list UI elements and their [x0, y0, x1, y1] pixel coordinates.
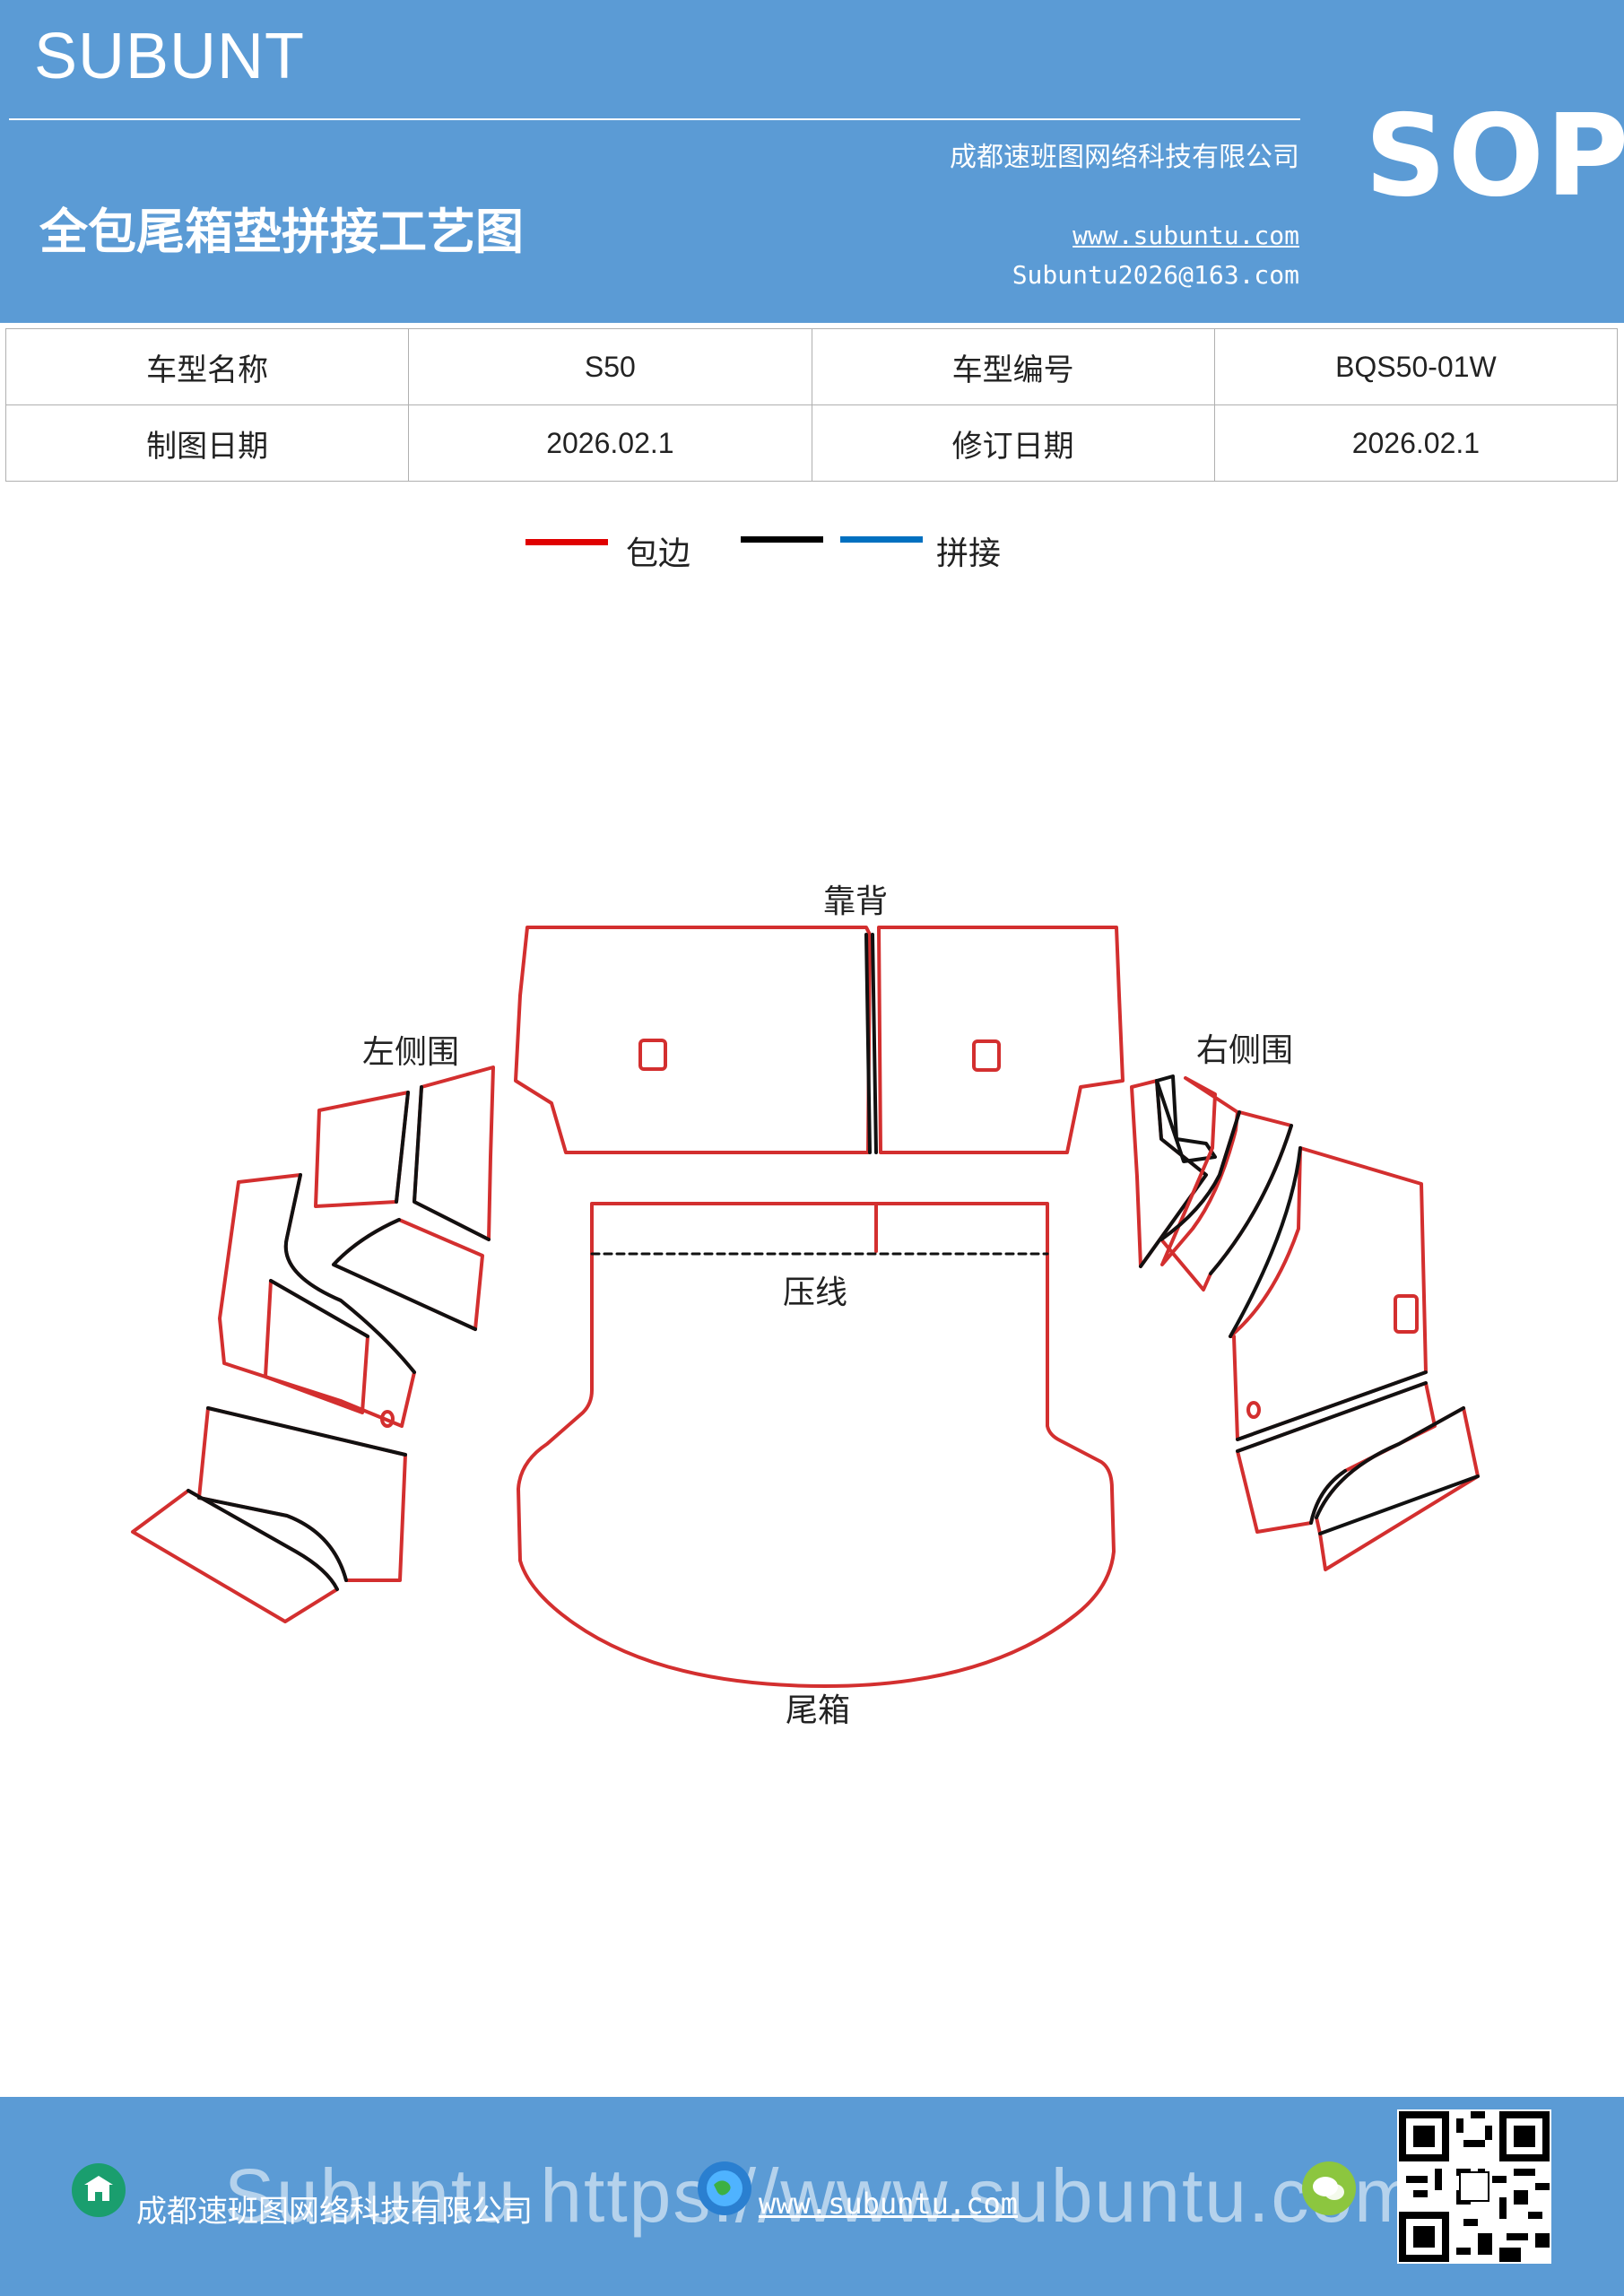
table-row: 制图日期 2026.02.1 修订日期 2026.02.1: [4, 404, 1619, 482]
table-cell: 修订日期: [811, 404, 1215, 482]
left-panel-upper: [413, 1065, 495, 1241]
right-panel-bottom: [1315, 1406, 1480, 1571]
left-panel-mid-seam: [332, 1218, 477, 1331]
table-cell: 制图日期: [4, 404, 410, 482]
left-panel-upper-seam: [413, 1085, 491, 1241]
backrest-right-panel: [877, 926, 1125, 1154]
legend-swatch-seam: [840, 536, 923, 543]
right-panel-clip: [1246, 1401, 1261, 1419]
label-trunk: 尾箱: [786, 1692, 851, 1729]
right-panel-notch: [1155, 1074, 1217, 1163]
left-panel-main: [218, 1173, 416, 1428]
legend-label-seam: 拼接: [936, 535, 1002, 572]
left-panel-top: [314, 1091, 410, 1208]
table-cell: 2026.02.1: [1213, 404, 1619, 482]
left-panel-clip: [380, 1410, 395, 1428]
wechat-icon: [1302, 2161, 1356, 2215]
website-link[interactable]: www.subuntu.com: [1073, 221, 1299, 250]
right-panel-hole: [1394, 1294, 1419, 1334]
building-icon: [72, 2163, 126, 2217]
trunk-mat-diagram: 靠背 左侧围 右侧围 压线 尾箱: [0, 852, 1624, 1729]
label-left-side: 左侧围: [362, 1034, 460, 1071]
contact-email[interactable]: Subuntu2026@163.com: [1012, 260, 1299, 290]
left-panel-window-seam: [269, 1279, 369, 1338]
backrest-left-hole: [638, 1039, 667, 1071]
page-title: 全包尾箱垫拼接工艺图: [39, 204, 524, 260]
table-cell: 车型编号: [811, 328, 1215, 405]
legend-swatch-black: [741, 536, 823, 543]
line-legend: 包边 拼接: [0, 527, 1624, 572]
label-crease: 压线: [783, 1274, 848, 1311]
left-panel-top-seam: [395, 1091, 410, 1204]
trunk-floor-panel: [517, 1202, 1116, 1688]
globe-icon: [698, 2161, 751, 2215]
footer-watermark: Subuntu https://www.subuntu.com: [224, 2153, 1420, 2238]
left-panel-bottom-seam: [187, 1489, 339, 1591]
right-panel-top: [1130, 1079, 1208, 1268]
legend-label-edge: 包边: [626, 535, 691, 572]
right-panel-main: [1229, 1146, 1428, 1441]
table-cell: S50: [408, 328, 812, 405]
header-banner: SUBUNT 成都速班图网络科技有限公司 全包尾箱垫拼接工艺图 www.subu…: [0, 0, 1624, 323]
right-panel-main-seam: [1229, 1146, 1428, 1441]
backrest-right-hole: [972, 1039, 1001, 1072]
backrest-right-seam: [871, 933, 878, 1154]
sop-badge: SOP: [1365, 90, 1624, 222]
vehicle-info-table: 车型名称 S50 车型编号 BQS50-01W 制图日期 2026.02.1 修…: [4, 328, 1619, 482]
left-panel-lower-seam: [197, 1406, 407, 1582]
legend-swatch-edge: [525, 539, 608, 545]
table-cell: 车型名称: [4, 328, 410, 405]
brand-name: SUBUNT: [34, 21, 306, 92]
right-panel-lower-seam: [1236, 1381, 1428, 1525]
label-backrest: 靠背: [823, 883, 889, 920]
left-panel-main-seam: [283, 1173, 416, 1374]
footer-banner: Subuntu https://www.subuntu.com 成都速班图网络科…: [0, 2097, 1624, 2296]
right-panel-mid-seam: [1159, 1110, 1293, 1275]
right-panel-bottom-seam: [1315, 1406, 1480, 1535]
footer-company: 成都速班图网络科技有限公司: [136, 2194, 533, 2230]
backrest-left-seam: [864, 933, 872, 1154]
footer-website-link[interactable]: www.subuntu.com: [759, 2187, 1018, 2221]
mat-pattern-svg: [131, 926, 1480, 1688]
table-cell: 2026.02.1: [408, 404, 812, 482]
backrest-left-panel: [514, 926, 872, 1154]
label-right-side: 右侧围: [1196, 1032, 1294, 1069]
company-name: 成都速班图网络科技有限公司: [950, 142, 1299, 173]
header-divider: [9, 118, 1300, 120]
qr-code-icon: [1397, 2109, 1551, 2264]
table-row: 车型名称 S50 车型编号 BQS50-01W: [4, 328, 1619, 405]
table-cell: BQS50-01W: [1213, 328, 1619, 405]
